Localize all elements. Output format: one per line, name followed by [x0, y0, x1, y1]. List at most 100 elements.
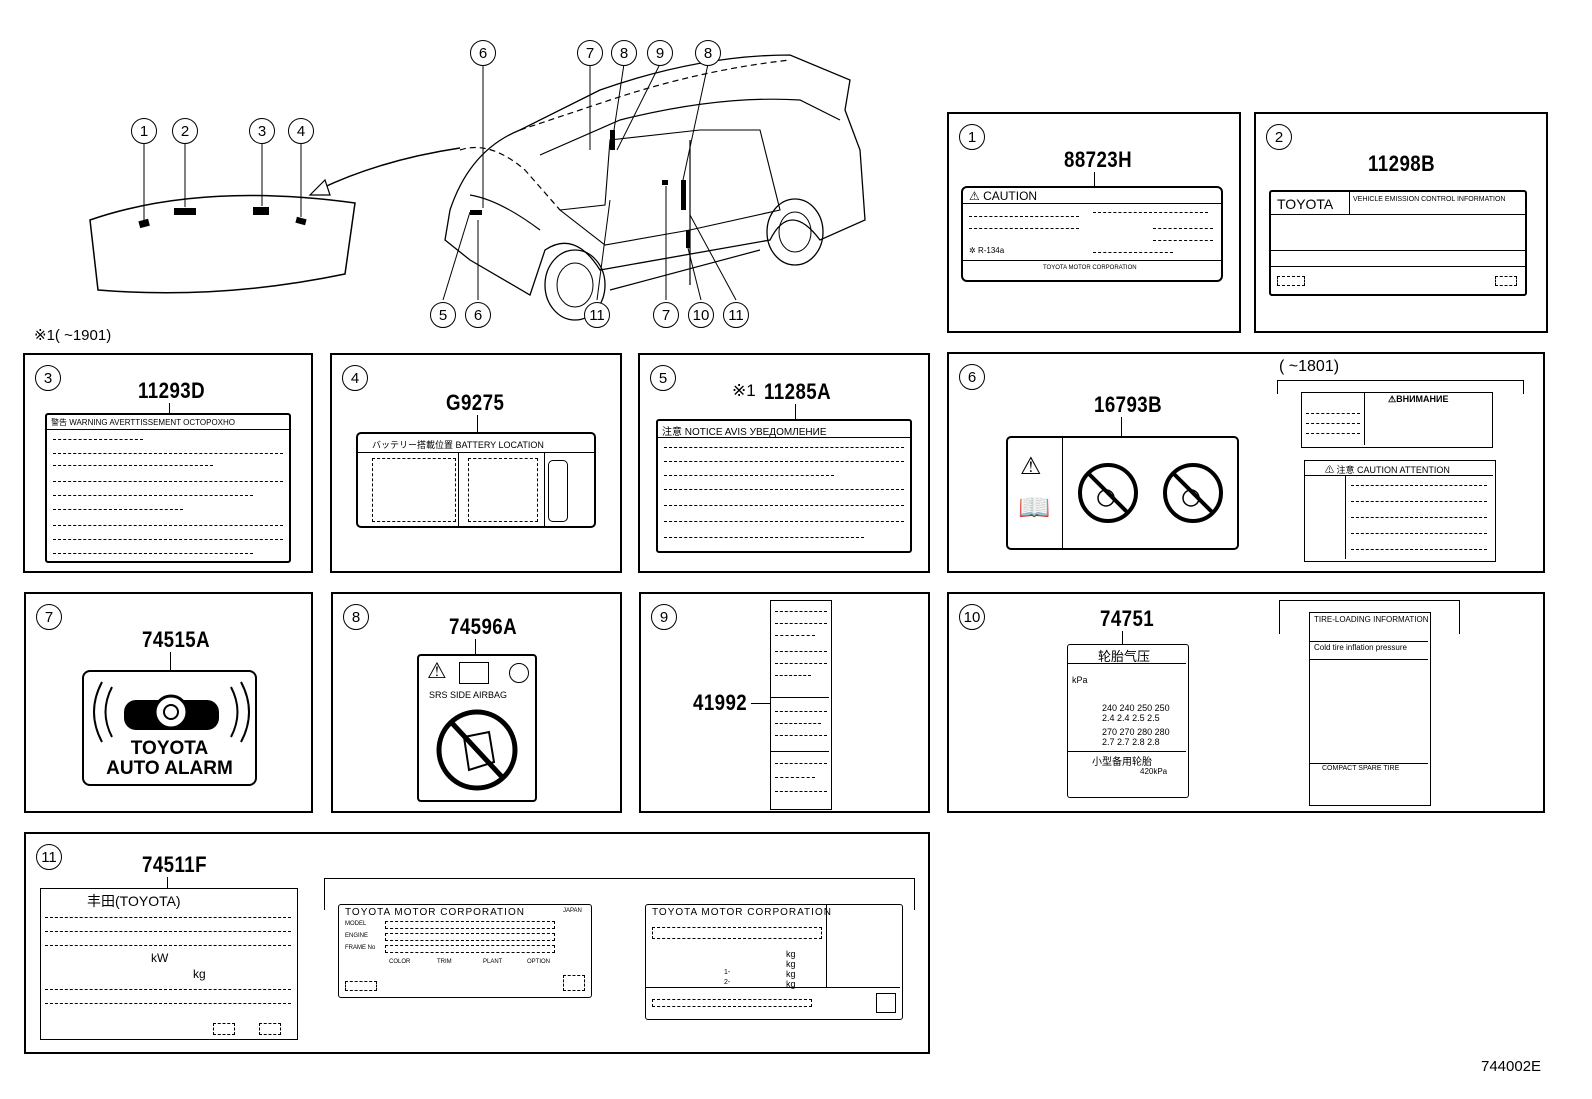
vin-trim: TRIM	[437, 959, 452, 965]
tire-loading-title: TIRE-LOADING INFORMATION	[1314, 615, 1429, 624]
panel-5[interactable]: 5 ※1 11285A 注意 NOTICE AVIS УВЕДОМЛЕНИЕ	[638, 353, 930, 573]
panel-num-7: 7	[36, 604, 62, 630]
callout-7-bottom[interactable]: 7	[653, 302, 679, 328]
battery-title: バッテリー搭載位置 BATTERY LOCATION	[372, 440, 544, 450]
tire-loading-sub: Cold tire inflation pressure	[1314, 643, 1407, 652]
tire-cn-kpa: kPa	[1072, 675, 1088, 685]
emission-brand: TOYOTA	[1277, 196, 1334, 212]
panel-num-11: 11	[36, 844, 62, 870]
plate2-kg-2: kg	[786, 959, 796, 969]
variant-1801: ( ~1801)	[1279, 358, 1340, 375]
cn-vin-plate-label: 丰田(TOYOTA) kW kg	[40, 888, 298, 1040]
battery-label-image: バッテリー搭載位置 BATTERY LOCATION	[356, 432, 596, 528]
part-number-74751: 74751	[1100, 606, 1155, 631]
panel-num-8: 8	[343, 604, 369, 630]
tire-cn-pressure: 420kPa	[1140, 767, 1168, 776]
tall-label-image	[770, 600, 832, 810]
caution-label-image: ⚠ CAUTION ✲ R-134a TOYOTA MOTOR CORPORAT…	[961, 186, 1223, 282]
warning-title: 警告 WARNING AVERTTISSEMENT OCTOPOXHO	[51, 418, 236, 427]
panel-num-9: 9	[651, 604, 677, 630]
emission-label-image: TOYOTA VEHICLE EMISSION CONTROL INFORMAT…	[1269, 190, 1527, 296]
notice-label-image: 注意 NOTICE AVIS УВЕДОМЛЕНИЕ	[656, 419, 912, 553]
callout-3[interactable]: 3	[249, 118, 275, 144]
no-rear-facing-icon	[1078, 463, 1223, 523]
vin-option: OPTION	[527, 959, 551, 965]
panel-1[interactable]: 1 88723H ⚠ CAUTION ✲ R-134a TOYOTA MOTOR…	[947, 112, 1241, 333]
panel-num-4: 4	[342, 365, 368, 391]
tire-loading-spare: COMPACT SPARE TIRE	[1322, 765, 1400, 772]
callout-1[interactable]: 1	[131, 118, 157, 144]
cn-plate-title: 丰田(TOYOTA)	[87, 893, 181, 909]
caution-refrigerant: R-134a	[977, 246, 1005, 255]
panel-2[interactable]: 2 11298B TOYOTA VEHICLE EMISSION CONTROL…	[1254, 112, 1548, 333]
panel-4[interactable]: 4 G9275 バッテリー搭載位置 BATTERY LOCATION	[330, 353, 622, 573]
diagram-code: 744002E	[1481, 1058, 1542, 1075]
callout-6-top[interactable]: 6	[470, 40, 496, 66]
callout-11-bottom[interactable]: 11	[584, 302, 610, 328]
plate2-kg-1: kg	[786, 949, 796, 959]
tire-loading-label: TIRE-LOADING INFORMATION Cold tire infla…	[1309, 612, 1431, 806]
callout-11b-bottom[interactable]: 11	[723, 302, 749, 328]
panel-10[interactable]: 10 74751 轮胎气压 kPa 240 240 250 250 2.4 2.…	[947, 592, 1545, 813]
panel-num-2: 2	[1266, 124, 1292, 150]
panel-num-1: 1	[959, 124, 985, 150]
vin-plant: PLANT	[483, 959, 503, 965]
panel-9[interactable]: 9 41992	[639, 592, 930, 813]
tire-pressure-label-cn: 轮胎气压 kPa 240 240 250 250 2.4 2.4 2.5 2.5…	[1067, 644, 1189, 798]
caution-company: TOYOTA MOTOR CORPORATION	[1043, 265, 1137, 271]
srs-airbag-label-image: ⚠ SRS SIDE AIRBAG	[417, 654, 537, 802]
plate2-kg-3: kg	[786, 969, 796, 979]
auto-alarm-label-image: TOYOTA AUTO ALARM	[82, 670, 257, 786]
vin-engine: ENGINE	[345, 933, 369, 939]
part-number-11298B: 11298B	[1368, 151, 1436, 176]
alarm-line1: TOYOTA	[130, 738, 209, 759]
part-number-41992: 41992	[693, 690, 748, 715]
variant-caution-label: ⚠ 注意 CAUTION ATTENTION	[1304, 460, 1496, 562]
callout-6-bottom[interactable]: 6	[465, 302, 491, 328]
panel-8[interactable]: 8 74596A ⚠ SRS SIDE AIRBAG	[331, 592, 622, 813]
part-number-G9275: G9275	[446, 390, 505, 415]
callout-9-top[interactable]: 9	[647, 40, 673, 66]
srs-title: SRS SIDE AIRBAG	[429, 690, 508, 700]
callout-8b-top[interactable]: 8	[695, 40, 721, 66]
part-number-74515A: 74515A	[142, 627, 211, 652]
notice-title: 注意 NOTICE AVIS УВЕДОМЛЕНИЕ	[662, 427, 827, 438]
vin-color: COLOR	[389, 959, 411, 965]
vin-plate-1: TOYOTA MOTOR CORPORATION JAPAN MODEL ENG…	[338, 904, 592, 998]
tire-cn-spare: 小型备用轮胎	[1092, 757, 1152, 768]
cn-plate-kw: kW	[151, 951, 169, 965]
panel-11[interactable]: 11 74511F 丰田(TOYOTA) kW kg TOYOTA MOTOR …	[24, 832, 930, 1054]
panel-7[interactable]: 7 74515A TOYOTA AUTO ALARM	[24, 592, 313, 813]
caution-title: CAUTION	[983, 189, 1038, 203]
child-seat-label-image: ⚠ 📖	[1006, 436, 1239, 550]
panel-num-6: 6	[959, 364, 985, 390]
part-number-11285A: 11285A	[764, 379, 832, 404]
part-number-16793B: 16793B	[1094, 392, 1163, 417]
plate2-axle-2: 2-	[724, 979, 731, 986]
cn-plate-kg: kg	[193, 967, 206, 981]
vin-plate-1-title: TOYOTA MOTOR CORPORATION	[345, 907, 525, 918]
panel-3[interactable]: 3 11293D 警告 WARNING AVERTTISSEMENT OCTOP…	[23, 353, 313, 573]
callout-2[interactable]: 2	[172, 118, 198, 144]
panel-num-5: 5	[650, 365, 676, 391]
callout-4[interactable]: 4	[288, 118, 314, 144]
alarm-car-icon	[93, 681, 250, 743]
vin-plate-2-title: TOYOTA MOTOR CORPORATION	[652, 907, 832, 918]
variant-warning-title: ВНИМАНИЕ	[1396, 394, 1449, 404]
vin-model: MODEL	[345, 921, 367, 927]
callout-8-top[interactable]: 8	[611, 40, 637, 66]
warning-label-image: 警告 WARNING AVERTTISSEMENT OCTOPOXHO	[45, 413, 291, 563]
callout-7-top[interactable]: 7	[577, 40, 603, 66]
vin-frame: FRAME No	[345, 945, 376, 951]
callout-10-bottom[interactable]: 10	[688, 302, 714, 328]
tire-cn-title: 轮胎气压	[1098, 649, 1151, 664]
part-number-11293D: 11293D	[138, 378, 206, 403]
footnote-mark-5: ※1	[732, 381, 756, 400]
variant-caution-title: 注意 CAUTION ATTENTION	[1336, 465, 1450, 475]
panel-6[interactable]: 6 16793B ⚠ 📖 ( ~1801) ⚠ВНИМАНИЕ ⚠ 注意 CAU…	[947, 352, 1545, 573]
variant-warning-label: ⚠ВНИМАНИЕ	[1301, 392, 1493, 448]
no-child-seat-icon	[436, 709, 518, 791]
footnote: ※1( ~1901)	[34, 327, 112, 344]
callout-5-bottom[interactable]: 5	[430, 302, 456, 328]
